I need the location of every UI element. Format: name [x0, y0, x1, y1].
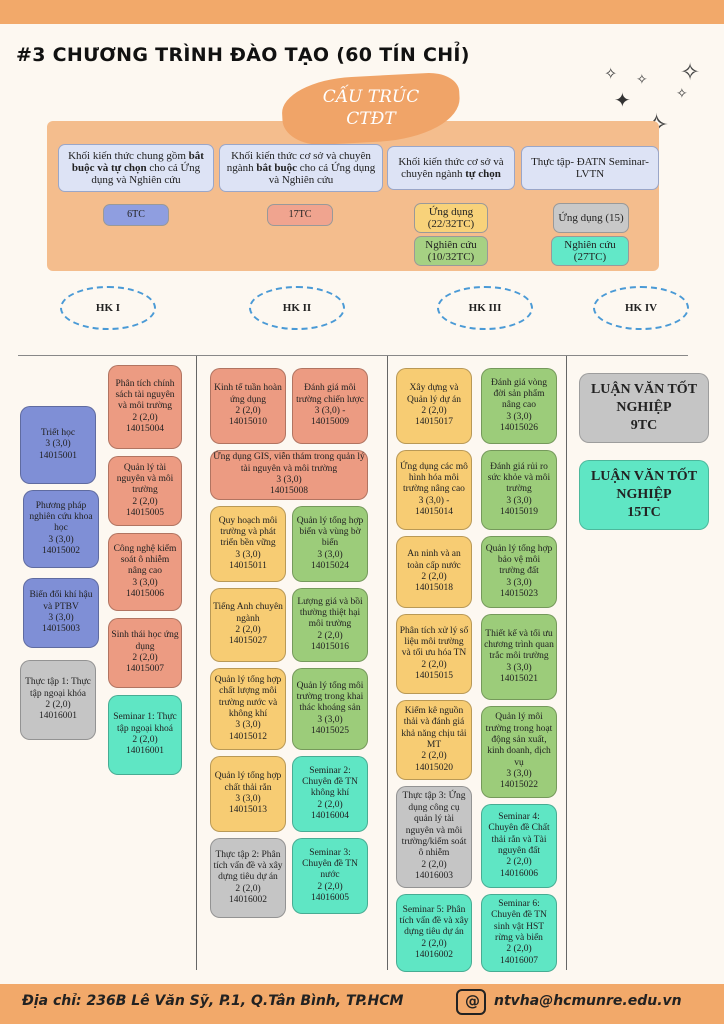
course-card: Phân tích chính sách tài nguyên và môi t… — [108, 365, 182, 449]
course-card: Kinh tế tuần hoàn ứng dụng 2 (2,0) 14015… — [210, 368, 286, 444]
course-card: An ninh và an toàn cấp nước 2 (2,0) 1401… — [396, 536, 472, 608]
star-icon: ✧ — [604, 64, 618, 83]
credit-core-mandatory: 17TC — [267, 204, 333, 226]
course-card: Thực tập 3: Ứng dụng công cụ quản lý tài… — [396, 786, 472, 888]
column-divider — [566, 356, 567, 970]
footer-bar — [0, 984, 724, 1024]
course-card: Ứng dụng GIS, viễn thám trong quản lý tà… — [210, 450, 368, 500]
course-card: Thực tập 1: Thực tập ngoại khóa 2 (2,0) … — [20, 660, 96, 740]
block-core-mandatory: Khối kiến thức cơ sở và chuyên ngành bắt… — [219, 144, 383, 192]
block-internship: Thực tập- ĐATN Seminar-LVTN — [521, 146, 659, 190]
course-card: Đánh giá vòng đời sản phẩm nâng cao 3 (3… — [481, 368, 557, 444]
course-card: Seminar 6: Chuyên đề TN sinh vật HST rừn… — [481, 894, 557, 972]
semester-2-label: HK II — [249, 286, 345, 330]
course-card: Tiếng Anh chuyên ngành 2 (2,0) 14015027 — [210, 588, 286, 662]
course-card: Seminar 4: Chuyên đề Chất thải rắn và Tà… — [481, 804, 557, 888]
course-card: Quy hoạch môi trường và phát triển bền v… — [210, 506, 286, 582]
course-card: Seminar 1: Thực tập ngoại khoá 2 (2,0) 1… — [108, 695, 182, 775]
column-divider — [196, 356, 197, 970]
semester-3-label: HK III — [437, 286, 533, 330]
credit-elective-app: Ứng dụng (22/32TC) — [414, 203, 488, 233]
footer-email[interactable]: ntvha@hcmunre.edu.vn — [494, 993, 682, 1009]
star-icon: ✧ — [676, 86, 688, 102]
credit-internship-app: Ứng dụng (15) — [553, 203, 629, 233]
course-card: Đánh giá môi trường chiến lược 3 (3,0) -… — [292, 368, 368, 444]
course-card: Đánh giá rủi ro sức khỏe và môi trường 3… — [481, 450, 557, 530]
course-card: Ứng dụng các mô hình hóa môi trường nâng… — [396, 450, 472, 530]
divider — [18, 355, 688, 368]
course-card: Quản lý tổng hợp chất thải rắn 3 (3,0) 1… — [210, 756, 286, 832]
structure-title-line1: CẤU TRÚC — [322, 87, 420, 107]
semester-1-label: HK I — [60, 286, 156, 330]
credit-general: 6TC — [103, 204, 169, 226]
course-card: Thiết kế và tối ưu chương trình quan trắ… — [481, 614, 557, 700]
column-divider — [387, 356, 388, 970]
structure-title-line2: CTĐT — [346, 109, 396, 129]
course-card: Quản lý tài nguyên và môi trường 2 (2,0)… — [108, 456, 182, 526]
footer-address: Địa chỉ: 236B Lê Văn Sỹ, P.1, Q.Tân Bình… — [22, 993, 404, 1009]
course-card: Quản lý tổng hợp bảo vệ môi trường đất 3… — [481, 536, 557, 608]
mail-icon — [456, 989, 486, 1015]
course-card: Biến đổi khí hậu và PTBV 3 (3,0) 1401500… — [23, 578, 99, 648]
structure-title: CẤU TRÚC CTĐT — [282, 86, 460, 130]
course-card: Seminar 2: Chuyên đề TN không khí 2 (2,0… — [292, 756, 368, 832]
thesis-research-card: LUẬN VĂN TỐT NGHIỆP 15TC — [579, 460, 709, 530]
credit-elective-res: Nghiên cứu (10/32TC) — [414, 236, 488, 266]
course-card: Thực tập 2: Phân tích vấn đề và xây dựng… — [210, 838, 286, 918]
course-card: Phương pháp nghiên cứu khoa học 3 (3,0) … — [23, 490, 99, 568]
top-bar — [0, 0, 724, 24]
page-title: #3 CHƯƠNG TRÌNH ĐÀO TẠO (60 TÍN CHỈ) — [16, 44, 470, 66]
course-card: Quản lý tổng môi trường trong khai thác … — [292, 668, 368, 750]
course-card: Xây dựng và Quản lý dự án 2 (2,0) 140150… — [396, 368, 472, 444]
course-card: Phân tích xử lý số liệu môi trường và tố… — [396, 614, 472, 694]
thesis-applied-card: LUẬN VĂN TỐT NGHIỆP 9TC — [579, 373, 709, 443]
course-card: Quản lý môi trường trong hoạt động sản x… — [481, 706, 557, 798]
course-card: Triết học 3 (3,0) 14015001 — [20, 406, 96, 484]
course-card: Lượng giá và bồi thường thiệt hại môi tr… — [292, 588, 368, 662]
course-card: Quản lý tổng hợp biển và vùng bờ biển 3 … — [292, 506, 368, 582]
course-card: Kiểm kê nguồn thải và đánh giá khả năng … — [396, 700, 472, 780]
course-card: Seminar 5: Phân tích vấn đề và xây dựng … — [396, 894, 472, 972]
star-icon: ✧ — [680, 58, 701, 86]
block-core-elective: Khối kiến thức cơ sở và chuyên ngành tự … — [387, 146, 515, 190]
block-general: Khối kiến thức chung gồm bắt buộc và tự … — [58, 144, 214, 192]
course-card: Quản lý tổng hợp chất lượng môi trường n… — [210, 668, 286, 750]
course-card: Seminar 3: Chuyên đề TN nước 2 (2,0) 140… — [292, 838, 368, 914]
star-icon: ✦ — [614, 88, 631, 112]
star-icon: ✧ — [636, 72, 648, 88]
credit-internship-res: Nghiên cứu (27TC) — [551, 236, 629, 266]
course-card: Công nghệ kiểm soát ô nhiễm nâng cao 3 (… — [108, 533, 182, 611]
course-card: Sinh thái học ứng dụng 2 (2,0) 14015007 — [108, 618, 182, 688]
semester-4-label: HK IV — [593, 286, 689, 330]
